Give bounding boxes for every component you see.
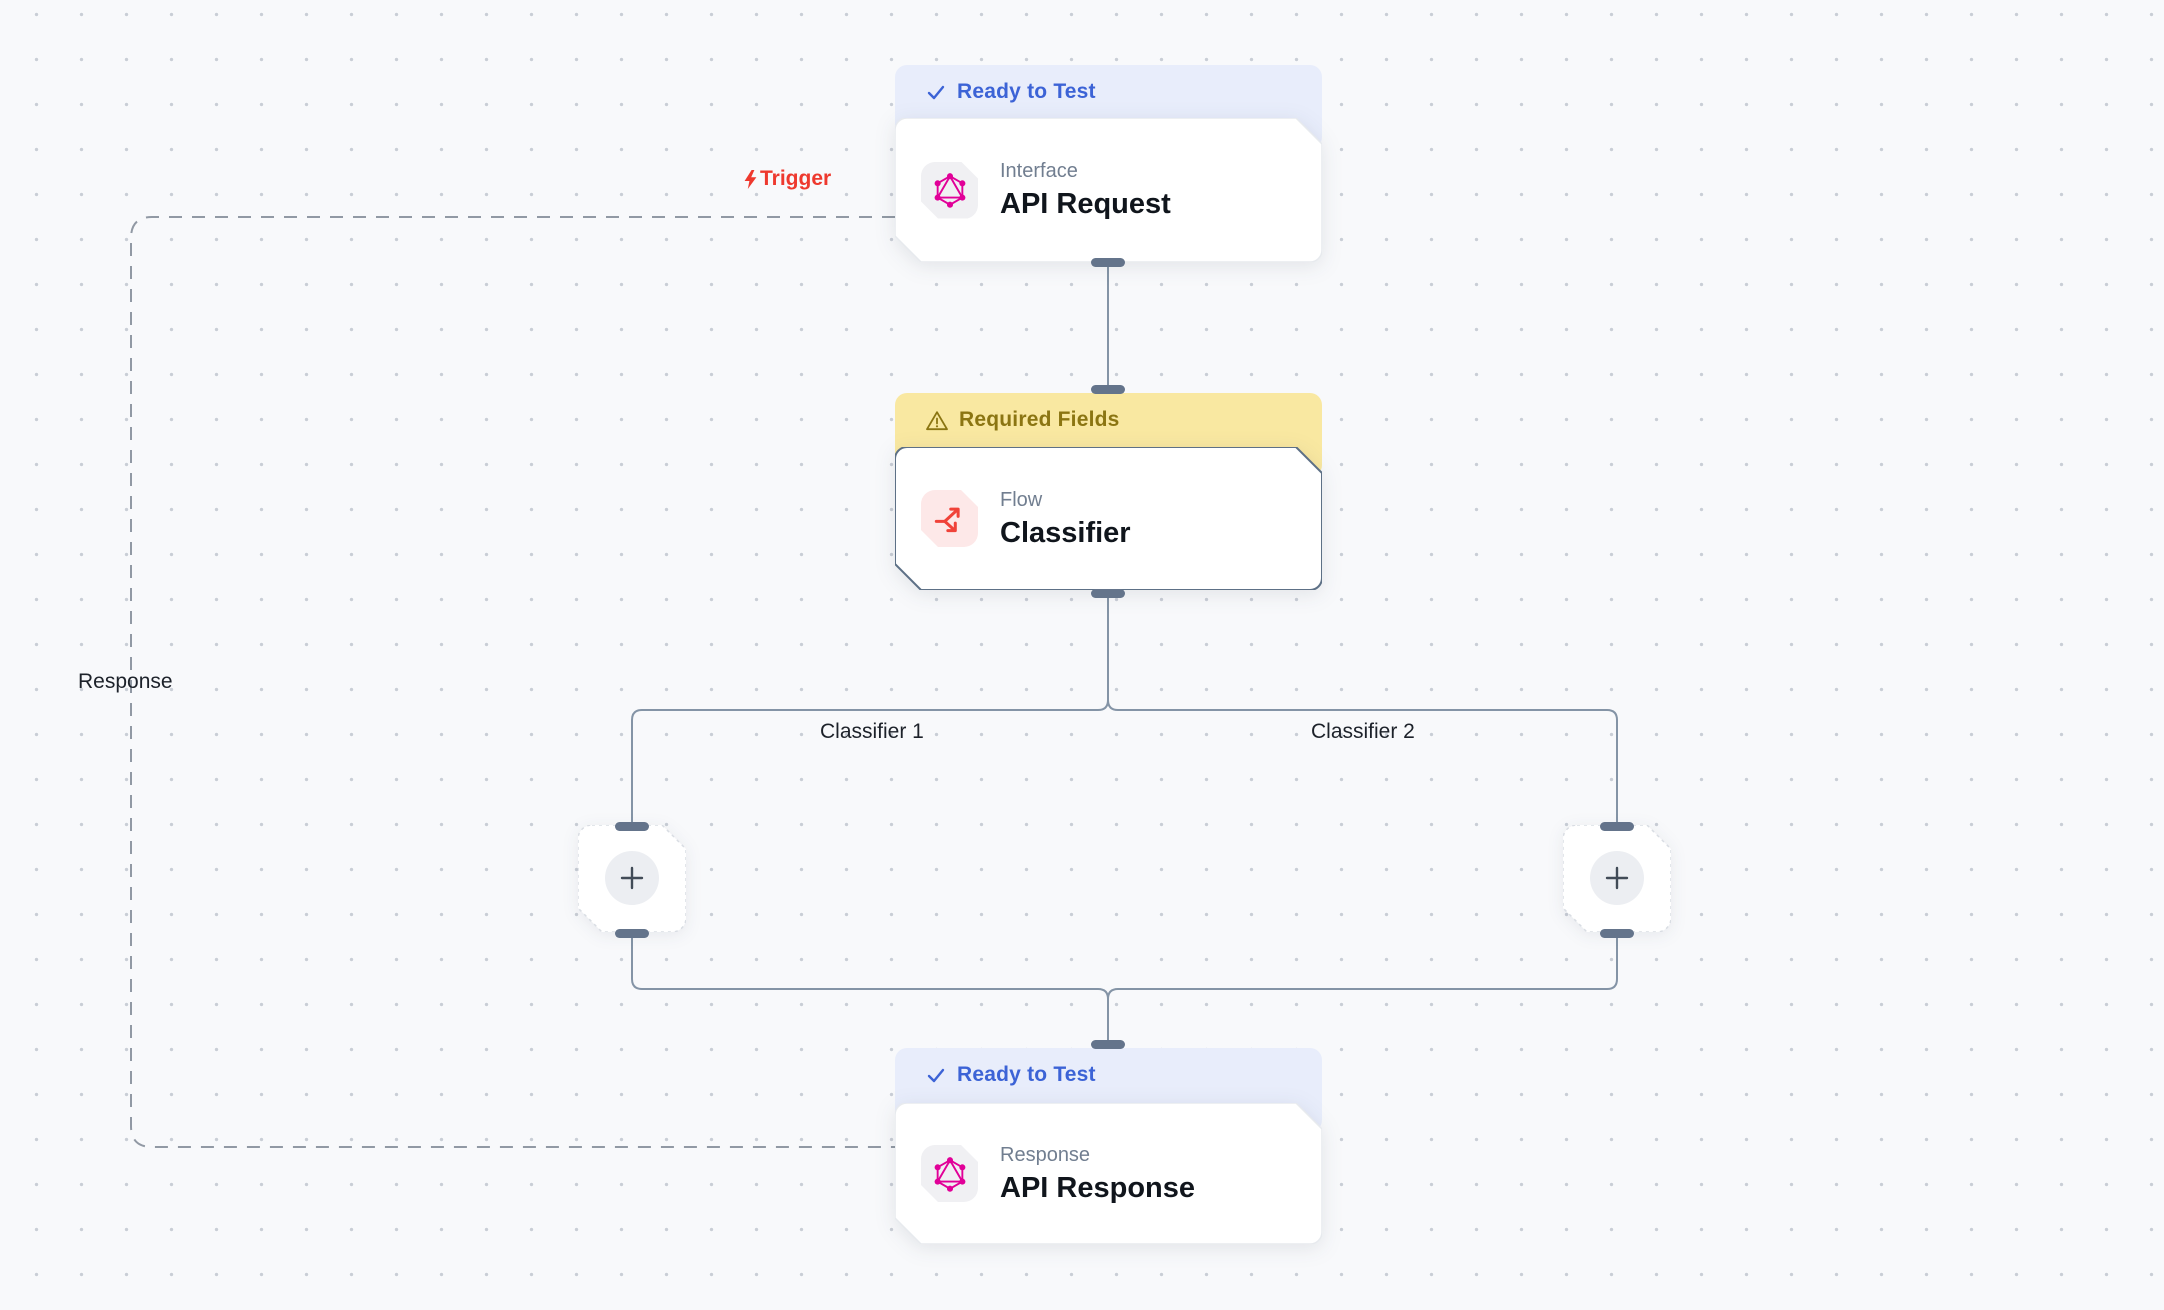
classifier1-branch-label: Classifier 1 [820,720,924,743]
status-badge-label: Required Fields [959,408,1120,431]
node-classifier[interactable]: Required Fields Flow Class [895,393,1322,590]
port-classifier-in[interactable] [1091,385,1125,394]
port-branch1-out[interactable] [615,929,649,938]
add-step-button-branch1[interactable] [578,825,686,932]
node-api-response[interactable]: Ready to Test Response API [895,1048,1322,1245]
classifier2-branch-label: Classifier 2 [1311,720,1415,743]
port-api-request-out[interactable] [1091,258,1125,267]
node-title: API Request [1000,188,1171,220]
warning-icon [926,411,948,431]
edge-merge-left [631,932,1109,1042]
edge-branch-right [1107,699,1618,824]
status-badge-label: Ready to Test [957,80,1096,103]
edge-branch-left [631,699,1109,824]
lightning-bolt-icon [744,169,757,189]
node-title: API Response [1000,1171,1195,1204]
node-title: Classifier [1000,516,1131,549]
plus-icon[interactable] [605,851,659,905]
graphql-icon [921,162,978,219]
edge-merge-right [1107,932,1618,1000]
port-branch2-out[interactable] [1600,929,1634,938]
port-branch2-in[interactable] [1600,822,1634,831]
port-branch1-in[interactable] [615,822,649,831]
trigger-edge-label: Trigger [744,166,831,192]
graphql-icon [921,1145,978,1202]
plus-icon[interactable] [1590,851,1644,905]
response-edge-label: Response [78,670,173,693]
node-type-label: Interface [1000,160,1078,182]
trigger-edge-label-text: Trigger [760,167,832,190]
add-step-button-branch2[interactable] [1563,825,1671,932]
port-classifier-out[interactable] [1091,589,1125,598]
node-type-label: Response [1000,1143,1091,1166]
status-badge-label: Ready to Test [957,1063,1096,1086]
node-api-request[interactable]: Ready to Test Interface AP [895,65,1322,262]
check-icon [927,1068,945,1083]
flow-split-icon [921,490,978,547]
port-api-response-in[interactable] [1091,1040,1125,1049]
check-icon [927,85,945,100]
node-type-label: Flow [1000,488,1043,511]
response-loop-edge [130,216,895,1148]
